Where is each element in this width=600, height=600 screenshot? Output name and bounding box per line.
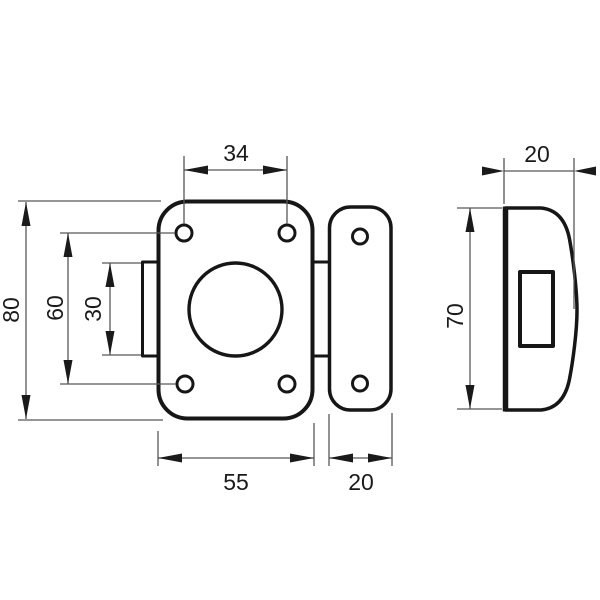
arrowhead-top (63, 233, 73, 257)
arrowhead-right (263, 165, 287, 175)
screw-hole-top-left (174, 223, 194, 243)
arrowhead-left (158, 453, 182, 463)
dim-label: 55 (223, 469, 249, 495)
cover-plate-hole-bottom (351, 374, 369, 393)
dim-top-hole-spacing: 34 (183, 140, 288, 224)
arrowhead-left (482, 166, 504, 176)
arrowhead-left (184, 165, 208, 175)
dim-label: 30 (80, 296, 106, 322)
arrowhead-bottom (21, 395, 31, 419)
front-view (141, 199, 393, 421)
arrowhead-left (329, 453, 353, 463)
screw-hole-bottom-right (277, 374, 297, 394)
side-profile-slot (518, 270, 555, 348)
arrowhead-bottom (105, 331, 115, 355)
dim-label: 70 (442, 303, 468, 329)
arrowhead-right (368, 453, 392, 463)
dim-label: 20 (348, 469, 374, 495)
arrowhead-top (105, 263, 115, 287)
dim-label: 20 (524, 141, 550, 167)
dim-body-height: 80 (0, 200, 163, 421)
arrowhead-bottom (465, 385, 475, 409)
cylinder-hole (187, 261, 284, 358)
arrowhead-right (574, 166, 596, 176)
dim-side-height: 70 (442, 207, 502, 410)
arrowhead-top (465, 208, 475, 232)
dim-label: 60 (42, 295, 68, 321)
dim-faceplate-height: 30 (80, 262, 141, 356)
arrowhead-bottom (63, 360, 73, 384)
dim-side-depth: 20 (482, 141, 596, 309)
dim-label: 34 (223, 140, 249, 166)
dim-cover-plate-width: 20 (328, 413, 393, 495)
arrowhead-right (290, 453, 314, 463)
arrowhead-top (21, 202, 31, 226)
screw-hole-bottom-left (175, 374, 195, 394)
dim-label: 80 (0, 297, 24, 323)
screw-hole-top-right (277, 223, 297, 243)
cover-plate-hole-top (351, 227, 369, 246)
cover-plate-outline (327, 205, 393, 412)
dim-body-width: 55 (157, 423, 315, 495)
dim-vertical-hole-spacing: 60 (42, 232, 176, 385)
side-view (502, 206, 579, 412)
